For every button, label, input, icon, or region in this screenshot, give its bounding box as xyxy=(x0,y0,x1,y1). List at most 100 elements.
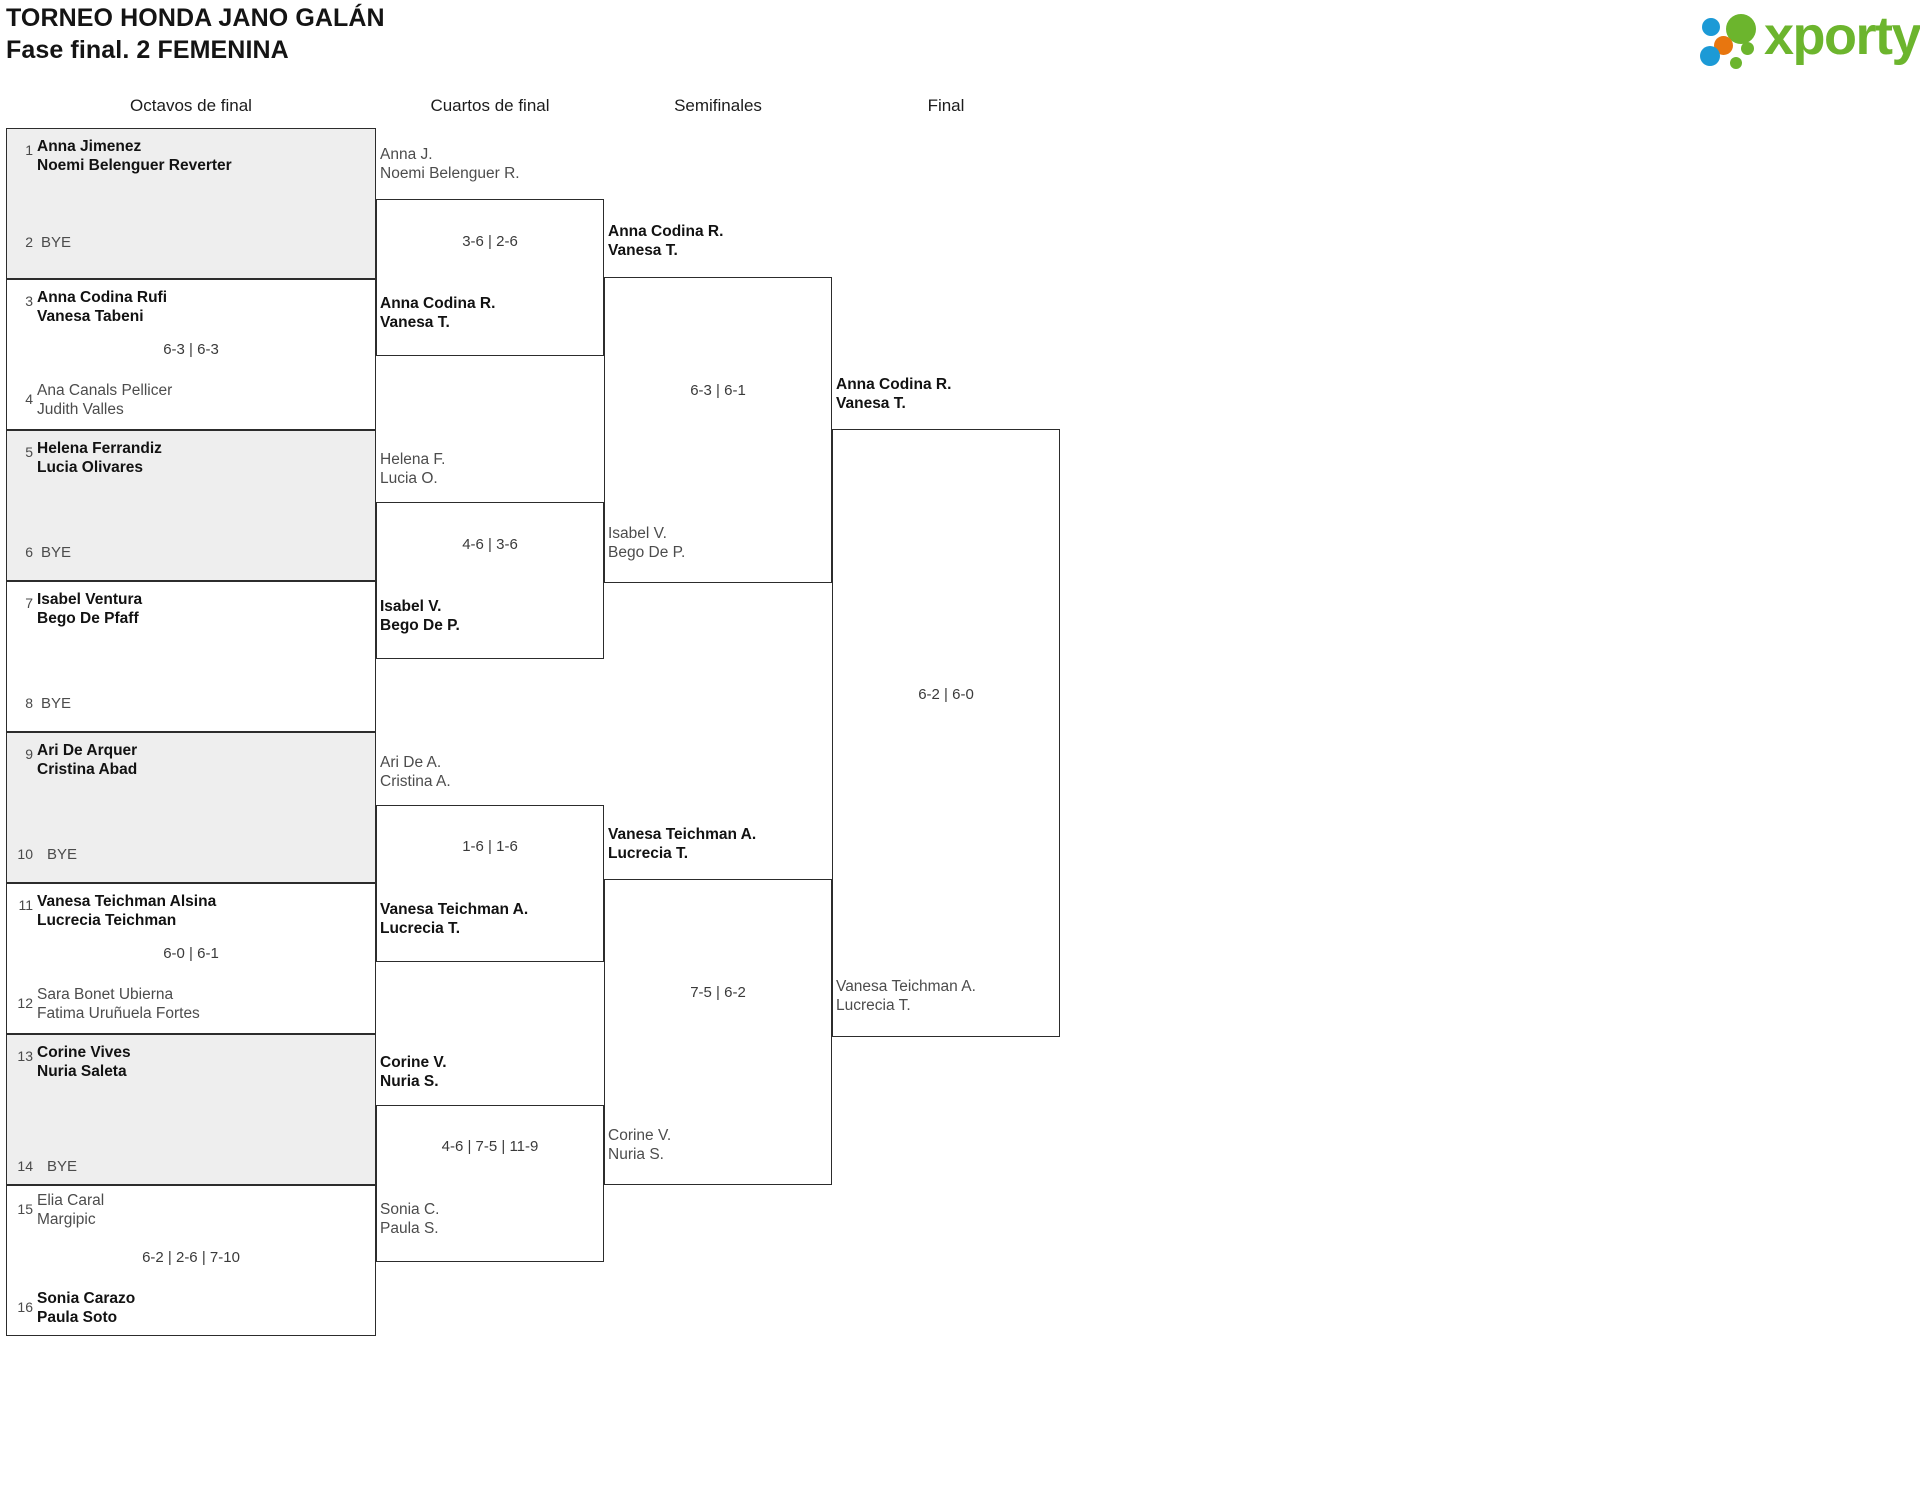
round-heading-final: Final xyxy=(927,96,965,115)
player-name: Anna Codina R. xyxy=(380,295,496,312)
seed-number: 1 xyxy=(25,142,33,158)
sf2-bottom-players: Corine V. Nuria S. xyxy=(608,1126,671,1164)
player-name: Vanesa Teichman A. xyxy=(836,978,976,995)
sf1-bottom-players: Isabel V. Bego De P. xyxy=(608,524,685,562)
logo-dot-green-small-icon xyxy=(1741,42,1754,55)
sf1-score: 6-3 | 6-1 xyxy=(690,382,746,399)
logo-dot-blue-bottom-icon xyxy=(1700,46,1720,66)
seed-number: 6 xyxy=(25,544,33,560)
match-box-r1-3[interactable]: 5 Helena Ferrandiz Lucia Olivares 6 BYE xyxy=(6,430,376,581)
player-name: Isabel Ventura xyxy=(37,591,143,608)
player-name: Lucrecia T. xyxy=(608,845,689,862)
match-box-r1-2[interactable]: 3 Anna Codina Rufi Vanesa Tabeni 4 Ana C… xyxy=(6,279,376,430)
player-name: Bego De P. xyxy=(380,617,460,634)
player-name: Ari De Arquer xyxy=(37,742,138,759)
seed-number: 10 xyxy=(17,846,33,862)
match-box-sf-2[interactable] xyxy=(604,879,832,1185)
seed-number: 9 xyxy=(25,746,33,762)
player-name: Judith Valles xyxy=(37,401,124,418)
bye-label: BYE xyxy=(47,1158,78,1175)
seed-number: 15 xyxy=(17,1201,33,1217)
player-name: Vanesa T. xyxy=(836,395,906,412)
match-box-r1-6[interactable]: 11 Vanesa Teichman Alsina Lucrecia Teich… xyxy=(6,883,376,1034)
qf3-bottom-players: Vanesa Teichman A. Lucrecia T. xyxy=(380,900,528,938)
seed-number: 12 xyxy=(17,995,33,1011)
player-name: Margipic xyxy=(37,1211,96,1228)
qf4-score: 4-6 | 7-5 | 11-9 xyxy=(441,1138,539,1155)
seed-number: 11 xyxy=(18,897,33,913)
logo-wordmark: xporty xyxy=(1764,6,1920,66)
match-box-r1-5[interactable]: 9 Ari De Arquer Cristina Abad 10 BYE xyxy=(6,732,376,883)
bye-label: BYE xyxy=(41,544,72,561)
match-box-sf-1[interactable] xyxy=(604,277,832,583)
seed-number: 13 xyxy=(17,1048,33,1064)
player-name: Sara Bonet Ubierna xyxy=(37,986,174,1003)
page-title: TORNEO HONDA JANO GALÁN Fase final. 2 FE… xyxy=(6,2,385,66)
player-name: Paula Soto xyxy=(37,1309,118,1326)
match-box-qf-3[interactable] xyxy=(376,805,604,962)
player-name: Vanesa T. xyxy=(380,314,450,331)
player-pair-bottom: Ana Canals Pellicer Judith Valles xyxy=(37,381,369,419)
sf1-top-players: Anna Codina R. Vanesa T. xyxy=(608,222,723,260)
player-pair-top: Corine Vives Nuria Saleta xyxy=(37,1043,369,1081)
seed-number: 2 xyxy=(25,234,33,250)
player-name: Anna J. xyxy=(380,146,433,163)
player-name: Anna Jimenez xyxy=(37,138,142,155)
qf2-score: 4-6 | 3-6 xyxy=(462,536,518,553)
player-name: Lucia Olivares xyxy=(37,459,143,476)
player-name: Nuria Saleta xyxy=(37,1063,127,1080)
player-name: Bego De Pfaff xyxy=(37,610,139,627)
player-name: Anna Codina R. xyxy=(608,223,724,240)
seed-number: 16 xyxy=(17,1299,33,1315)
logo-dot-blue-top-icon xyxy=(1702,18,1720,36)
player-name: Vanesa Teichman A. xyxy=(380,901,529,918)
seed-number: 4 xyxy=(25,391,33,407)
seed-number: 3 xyxy=(25,293,33,309)
player-pair-bottom: Sara Bonet Ubierna Fatima Uruñuela Forte… xyxy=(37,985,369,1023)
match-box-qf-1[interactable] xyxy=(376,199,604,356)
player-name: Corine V. xyxy=(380,1054,447,1071)
player-pair-bottom: Sonia Carazo Paula Soto xyxy=(37,1289,369,1327)
player-pair-top: Anna Codina Rufi Vanesa Tabeni xyxy=(37,288,369,326)
match-box-r1-1[interactable]: 1 Anna Jimenez Noemi Belenguer Reverter … xyxy=(6,128,376,279)
player-name: Sonia C. xyxy=(380,1201,440,1218)
bye-label: BYE xyxy=(41,695,72,712)
player-pair-top: Elia Caral Margipic xyxy=(37,1191,369,1229)
xporty-dots-icon xyxy=(1700,14,1770,69)
match-box-r1-8[interactable]: 15 Elia Caral Margipic 16 Sonia Carazo P… xyxy=(6,1185,376,1336)
player-name: Vanesa Teichman A. xyxy=(608,826,757,843)
match-box-final[interactable] xyxy=(832,429,1060,1037)
player-name: Sonia Carazo xyxy=(37,1290,136,1307)
match-score: 6-2 | 2-6 | 7-10 xyxy=(142,1249,240,1266)
seed-number: 5 xyxy=(25,444,33,460)
tournament-phase: Fase final. 2 FEMENINA xyxy=(6,36,289,64)
final-bottom-players: Vanesa Teichman A. Lucrecia T. xyxy=(836,977,976,1015)
player-name: Corine Vives xyxy=(37,1044,131,1061)
player-name: Lucrecia T. xyxy=(380,920,461,937)
qf1-score: 3-6 | 2-6 xyxy=(462,233,518,250)
logo-dot-green-tiny-icon xyxy=(1730,57,1742,69)
match-box-r1-4[interactable]: 7 Isabel Ventura Bego De Pfaff 8 BYE xyxy=(6,581,376,732)
player-name: Vanesa T. xyxy=(608,242,678,259)
round-heading-cuartos: Cuartos de final xyxy=(430,96,550,115)
player-name: Vanesa Tabeni xyxy=(37,308,144,325)
seed-number: 8 xyxy=(25,695,33,711)
player-pair-top: Isabel Ventura Bego De Pfaff xyxy=(37,590,369,628)
match-score: 6-3 | 6-3 xyxy=(163,341,219,358)
player-name: Isabel V. xyxy=(380,598,442,615)
player-name: Paula S. xyxy=(380,1220,439,1237)
qf2-top-players: Helena F. Lucia O. xyxy=(380,450,445,488)
player-pair-top: Helena Ferrandiz Lucia Olivares xyxy=(37,439,369,477)
player-name: Anna Codina Rufi xyxy=(37,289,168,306)
match-box-qf-4[interactable] xyxy=(376,1105,604,1262)
player-name: Isabel V. xyxy=(608,525,667,542)
sf2-score: 7-5 | 6-2 xyxy=(690,984,746,1001)
seed-number: 7 xyxy=(25,595,33,611)
match-box-r1-7[interactable]: 13 Corine Vives Nuria Saleta 14 BYE xyxy=(6,1034,376,1185)
player-name: Elia Caral xyxy=(37,1192,105,1209)
match-box-qf-2[interactable] xyxy=(376,502,604,659)
final-top-players: Anna Codina R. Vanesa T. xyxy=(836,375,951,413)
player-name: Helena Ferrandiz xyxy=(37,440,162,457)
qf4-top-players: Corine V. Nuria S. xyxy=(380,1053,447,1091)
